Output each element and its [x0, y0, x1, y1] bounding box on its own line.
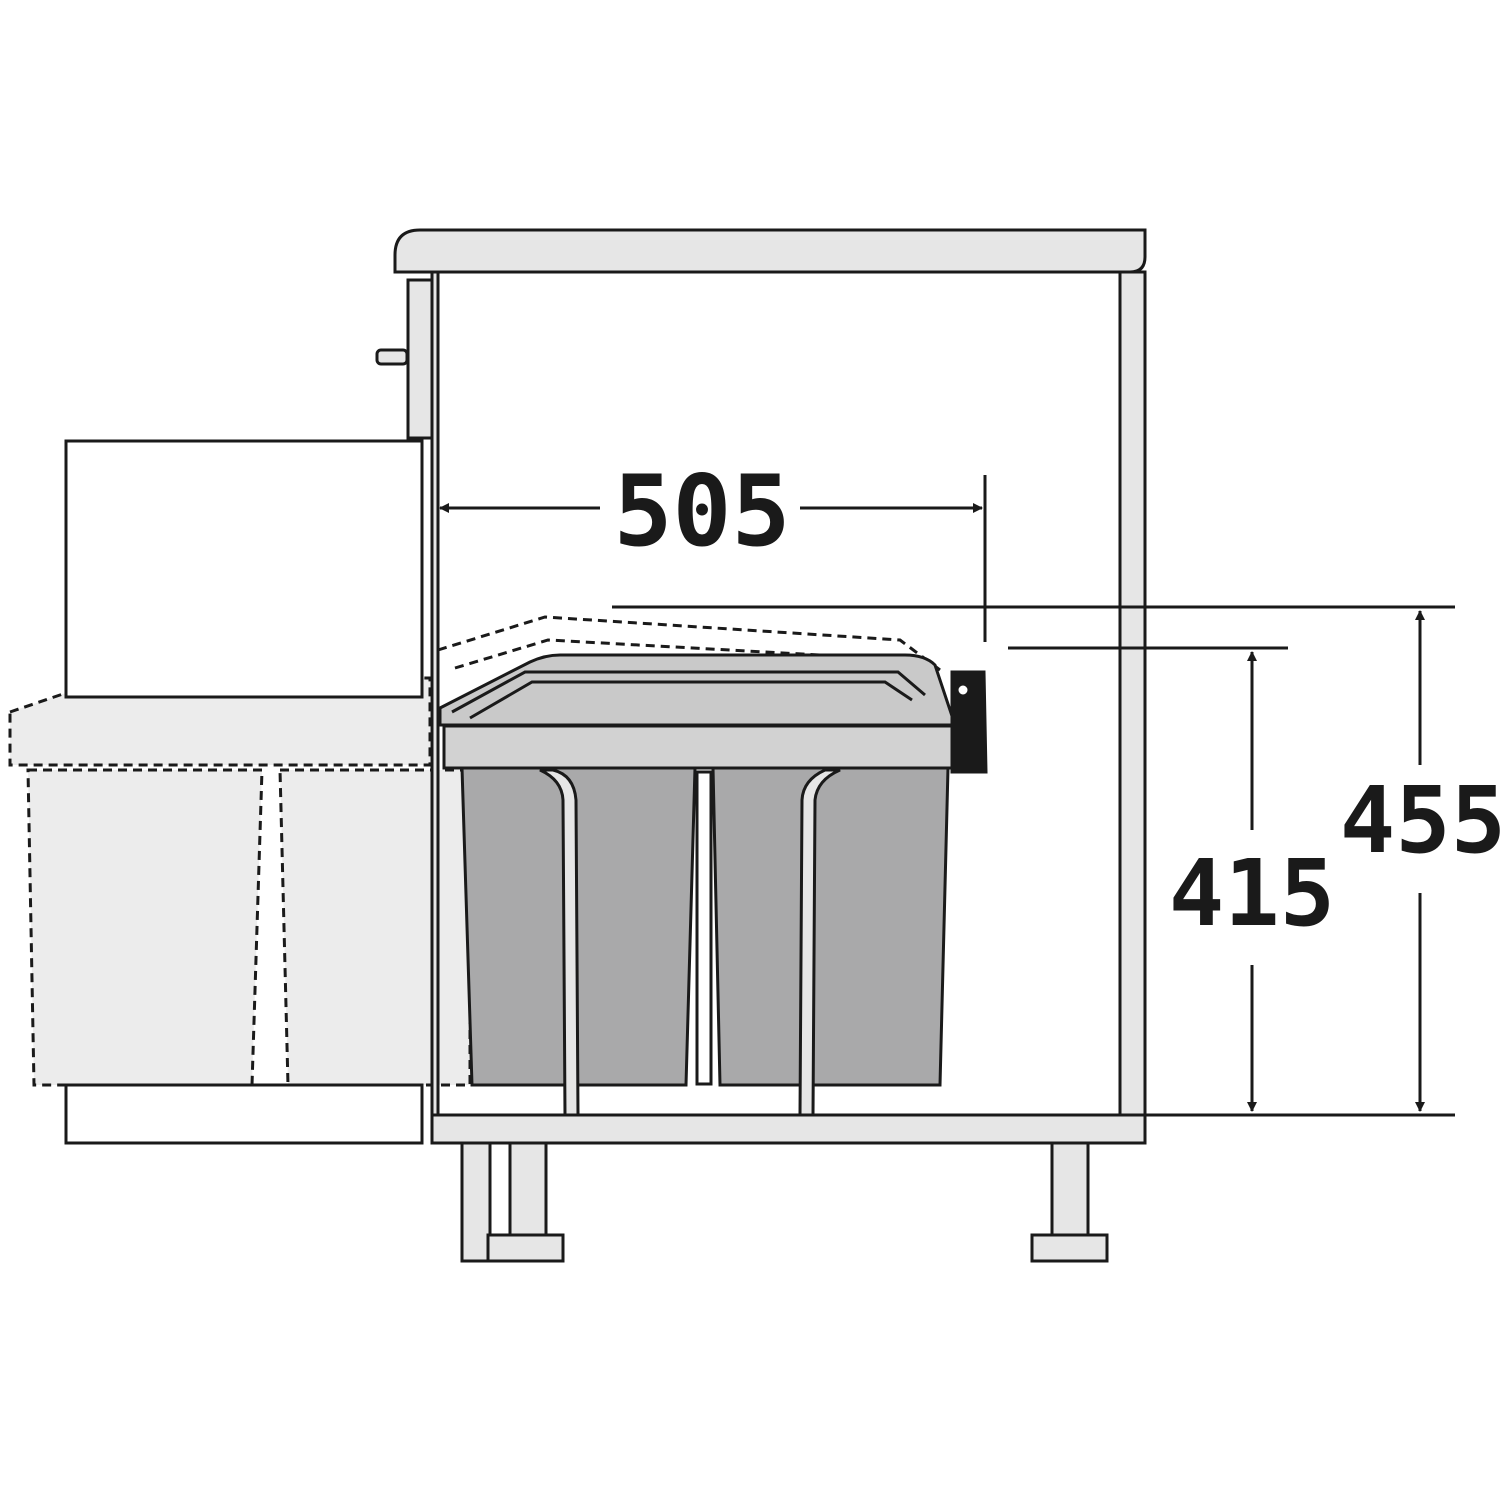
drawer-front-panel: [64, 439, 424, 699]
ghost-drawer-rail: [8, 676, 432, 767]
bin-carrier-bar-left: [539, 768, 580, 1117]
bin-right: [711, 766, 950, 1087]
bin-hinge-pin: [955, 682, 971, 698]
cabinet-bottom-board: [430, 1113, 1147, 1145]
cabinet-door-knob: [375, 348, 409, 366]
dim-label-height-inner: 415: [1169, 840, 1335, 947]
cabinet-right-side: [1118, 270, 1147, 1142]
bin-assembly: [438, 653, 988, 1117]
ghost-lid-outline-2: [454, 638, 911, 670]
cabinet-foot-left: [486, 1233, 565, 1263]
cabinet-door-edge: [406, 278, 434, 440]
bin-left: [460, 766, 697, 1087]
ghost-bin-right: [278, 768, 472, 1087]
dimension-lines: [439, 475, 1455, 1117]
bin-lid-inner-line: [469, 680, 913, 720]
ghost-lid-outline: [437, 615, 941, 672]
bin-center-divider: [695, 770, 713, 1086]
cabinet-top-board: [393, 228, 1147, 274]
cabinet: [375, 228, 1147, 1263]
dim-label-height-outer: 455: [1340, 767, 1500, 874]
bin-lid-inner-line-2: [451, 670, 926, 714]
cabinet-foot-right: [1030, 1233, 1109, 1263]
ghost-bin-left: [26, 768, 264, 1087]
drawer-front-base: [64, 1083, 424, 1145]
ghost-drawer: [8, 615, 941, 1087]
drawer-front: [64, 439, 424, 1145]
bin-frame-rail: [442, 724, 958, 770]
cabinet-leg-left-a: [460, 1141, 492, 1263]
bin-carrier-bar-right: [798, 768, 841, 1117]
cabinet-left-side: [430, 270, 440, 1142]
dim-label-width: 505: [613, 455, 790, 569]
